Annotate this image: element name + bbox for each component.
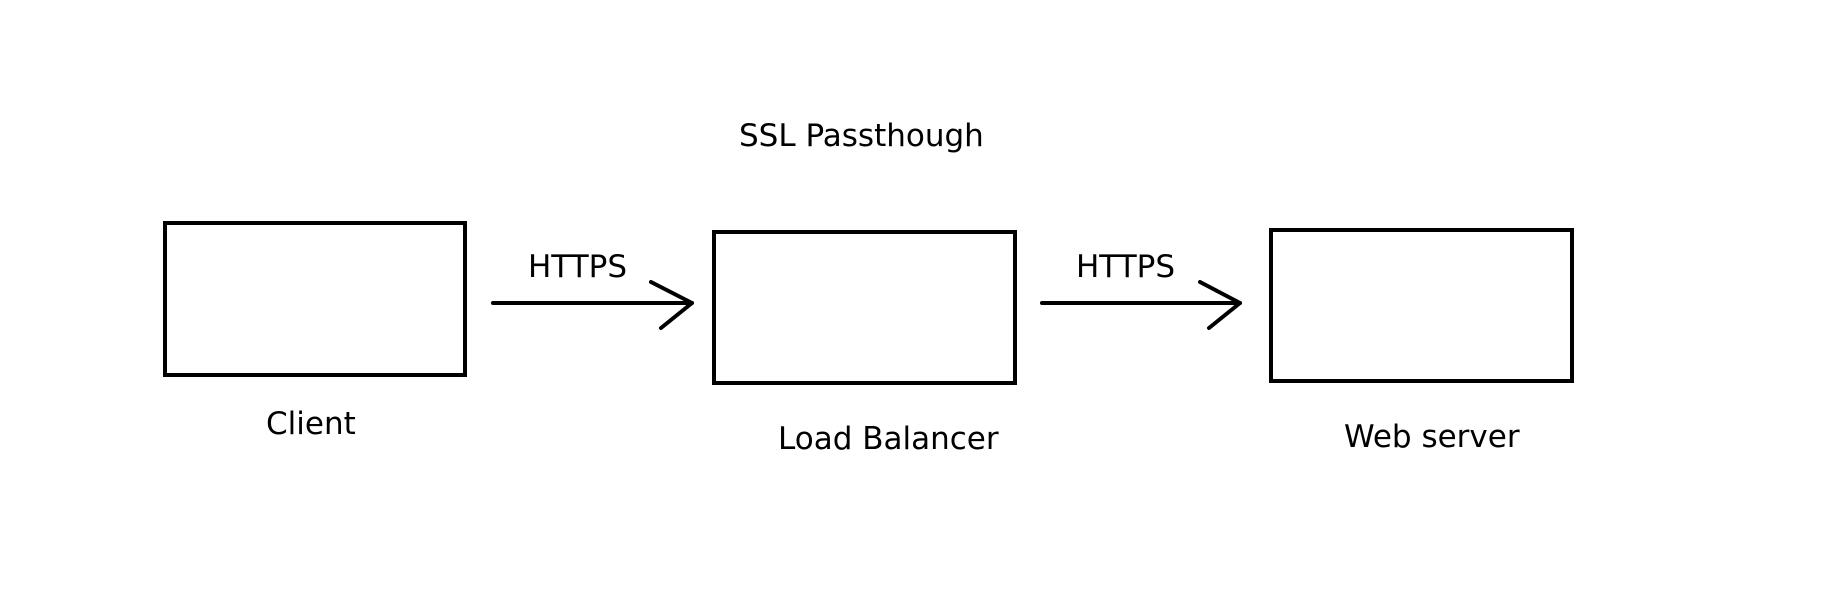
load-balancer-box [712,230,1017,385]
edge-label-lb-to-web: HTTPS [1076,249,1176,285]
diagram-title: SSL Passthough [739,118,984,154]
client-label: Client [266,406,356,442]
load-balancer-label: Load Balancer [778,421,999,457]
arrow-head [1198,280,1242,330]
edge-label-client-to-lb: HTTPS [528,249,628,285]
web-server-box [1269,228,1574,383]
web-server-label: Web server [1344,419,1520,455]
client-box [163,221,467,377]
arrow-load-balancer-to-web-server [1040,280,1242,330]
arrow-client-to-load-balancer [491,280,694,330]
arrow-head [649,280,694,330]
